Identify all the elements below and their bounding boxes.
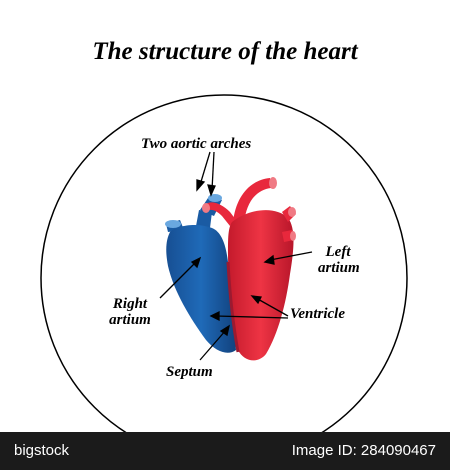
left-atrium-shape [228, 210, 294, 361]
leader-lines [159, 151, 313, 361]
label-septum: Septum [166, 364, 213, 380]
label-left-atrium-line1: Left [325, 244, 351, 260]
label-right-atrium-line2: artium [109, 312, 151, 328]
label-left-atrium-line2: artium [318, 260, 360, 276]
label-left-atrium: Left artium [318, 244, 360, 276]
label-right-atrium-line1: Right [112, 296, 148, 312]
diagram-title: The structure of the heart [92, 38, 358, 65]
septum-line [226, 261, 240, 353]
footer-image-id: Image ID: 284090467 [291, 442, 436, 459]
watermark-footer: bigstock Image ID: 284090467 [0, 432, 450, 470]
aortic-arches [202, 177, 277, 226]
right-atrium-shape [166, 225, 236, 353]
label-ventricle: Ventricle [290, 306, 345, 322]
label-right-atrium: Right artium [102, 296, 158, 328]
label-aortic-arches: Two aortic arches [141, 136, 252, 152]
footer-brand: bigstock [14, 442, 70, 459]
